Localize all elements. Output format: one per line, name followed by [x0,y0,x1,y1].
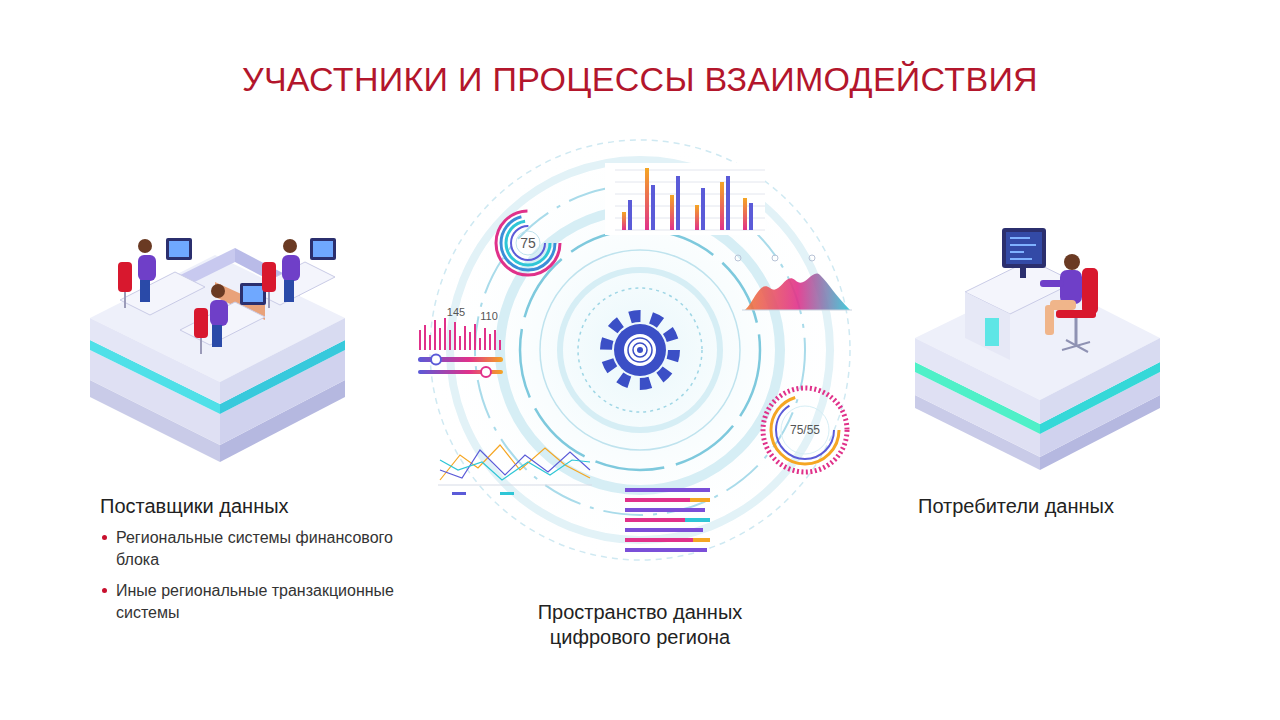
chart-value: 145 [447,306,465,318]
participant-group: Пространство данных цифрового региона [500,600,780,650]
chart-value: 75 [520,235,536,251]
group-heading: Поставщики данных [100,494,400,519]
providers-office [90,238,345,462]
data-space-hub [418,135,855,565]
participant-group: Потребители данных [918,494,1178,519]
chart-value: 110 [480,310,498,322]
group-heading: Потребители данных [918,494,1178,519]
title: УЧАСТНИКИ И ПРОЦЕССЫ ВЗАИМОДЕЙСТВИЯ [0,60,1280,99]
chart-value: 75/55 [790,423,820,437]
consumer-workplace [915,228,1160,470]
group-heading: Пространство данных цифрового региона [500,600,780,650]
bullet-item: Региональные системы финансового блока [100,527,400,572]
participant-group: Поставщики данныхРегиональные системы фи… [100,494,400,625]
bullet-item: Иные региональные транзакционные системы [100,580,400,625]
